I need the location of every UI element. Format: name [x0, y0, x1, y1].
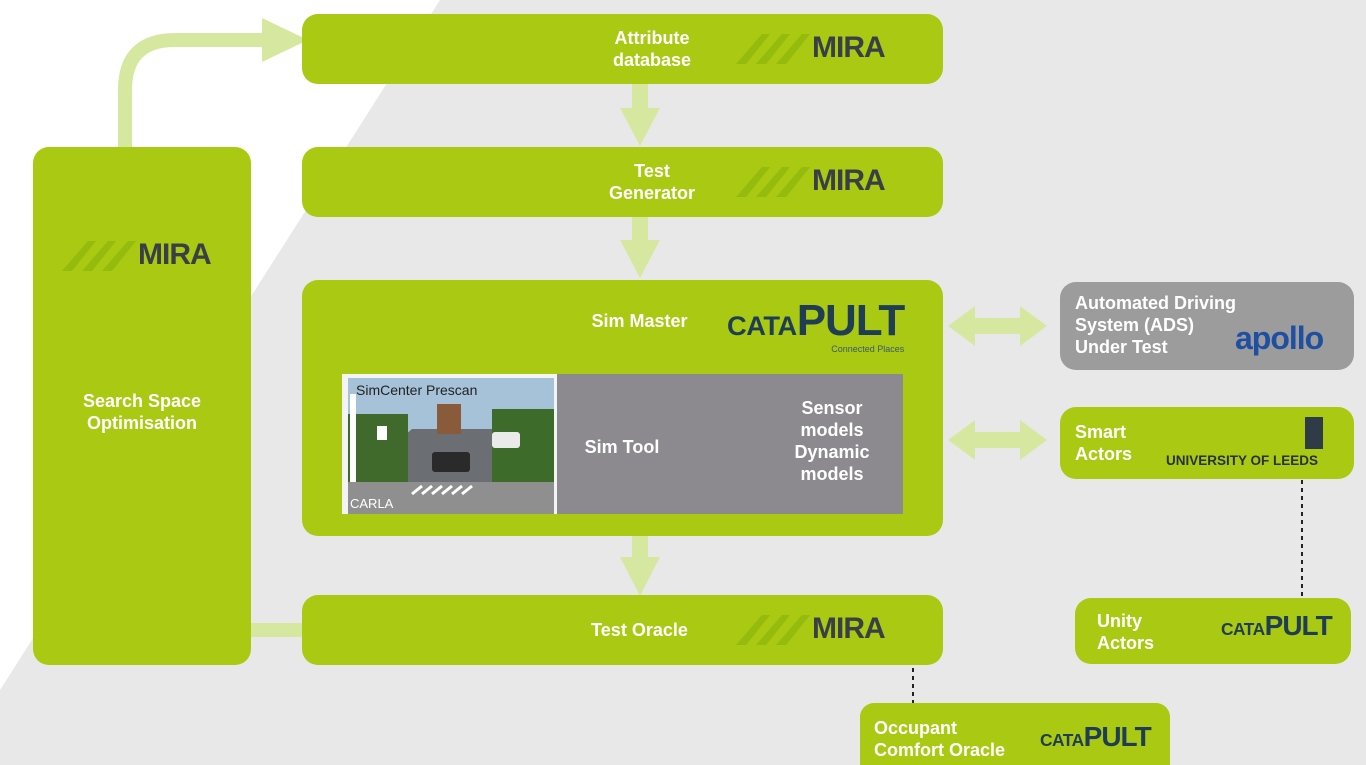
unity-actors-box[interactable]: Unity Actors CATAPULT: [1075, 598, 1351, 664]
mira-logo: MIRA: [732, 26, 886, 70]
simulation-screenshot-image: [342, 374, 557, 514]
catapult-logo-text: PULT: [796, 296, 906, 345]
catapult-logo: CATAPULT: [1221, 610, 1333, 642]
catapult-logo-text: PULT: [1264, 610, 1333, 641]
catapult-logo-text: CATA: [727, 310, 797, 341]
screenshot-label-bottom: CARLA: [350, 496, 394, 511]
label-line: models: [800, 464, 864, 484]
label-line: Attribute: [614, 28, 690, 48]
label-line: models: [800, 420, 864, 440]
attribute-database-box[interactable]: Attribute database MIRA: [302, 14, 943, 84]
mira-swoosh-icon: [736, 167, 810, 197]
mira-logo-text: MIRA: [812, 612, 886, 645]
label-line: Dynamic: [794, 442, 870, 462]
sim-tool-label: Sim Tool: [584, 437, 660, 457]
mira-swoosh-icon: [736, 34, 810, 64]
catapult-logo: CATAPULT: [1040, 721, 1152, 753]
mira-logo: MIRA: [58, 233, 212, 277]
mira-logo: MIRA: [732, 607, 886, 651]
test-generator-box[interactable]: Test Generator MIRA: [302, 147, 943, 217]
leeds-crest-icon: [1305, 417, 1323, 449]
models-label: Sensor models Dynamic models: [767, 397, 897, 485]
label-line: Test: [634, 161, 670, 181]
label-line: Smart: [1075, 422, 1127, 442]
ads-label: Automated Driving System (ADS) Under Tes…: [1075, 292, 1275, 358]
leeds-logo: UNIVERSITY OF LEEDS: [1166, 453, 1319, 468]
occupant-comfort-label: Occupant Comfort Oracle: [874, 717, 1044, 761]
label-line: System (ADS): [1075, 315, 1195, 335]
catapult-logo-text: PULT: [1083, 721, 1152, 752]
apollo-logo: apollo: [1235, 320, 1324, 356]
test-generator-label: Test Generator: [572, 160, 732, 204]
occupant-comfort-oracle-box[interactable]: Occupant Comfort Oracle CATAPULT: [860, 703, 1170, 765]
label-line: Optimisation: [86, 413, 197, 433]
search-space-label: Search Space Optimisation: [33, 390, 251, 434]
smart-actors-label: Smart Actors: [1075, 421, 1165, 465]
catapult-logo: CATAPULT Connected Places: [727, 296, 906, 354]
label-line: Generator: [608, 183, 696, 203]
label-line: Search Space: [82, 391, 202, 411]
smart-actors-box[interactable]: Smart Actors UNIVERSITY OF LEEDS: [1060, 407, 1354, 479]
label-line: Automated Driving: [1075, 293, 1237, 313]
screenshot-label-top: SimCenter Prescan: [356, 382, 478, 398]
label-line: Actors: [1097, 633, 1155, 653]
mira-logo-text: MIRA: [812, 31, 886, 64]
label-line: Occupant: [874, 718, 958, 738]
label-line: Unity: [1097, 611, 1142, 631]
mira-logo-text: MIRA: [138, 238, 212, 271]
catapult-logo-text: CATA: [1221, 619, 1265, 639]
catapult-logo-text: CATA: [1040, 730, 1084, 750]
ads-under-test-box[interactable]: Automated Driving System (ADS) Under Tes…: [1060, 282, 1354, 370]
sim-master-label: Sim Master: [591, 311, 688, 331]
label-line: Actors: [1075, 444, 1133, 464]
label-line: Sensor: [801, 398, 863, 418]
attribute-database-label: Attribute database: [572, 27, 732, 71]
sim-screenshot: SimCenter Prescan CARLA: [342, 374, 557, 514]
search-space-optimisation-box[interactable]: MIRA Search Space Optimisation: [33, 147, 251, 665]
label-line: Comfort Oracle: [874, 740, 1006, 760]
mira-swoosh-icon: [736, 615, 810, 645]
label-line: Under Test: [1075, 337, 1168, 357]
unity-actors-label: Unity Actors: [1097, 610, 1187, 654]
label-line: database: [612, 50, 692, 70]
test-oracle-box[interactable]: Test Oracle MIRA: [302, 595, 943, 665]
mira-logo: MIRA: [732, 159, 886, 203]
mira-logo-text: MIRA: [812, 164, 886, 197]
sim-tool-panel[interactable]: SimCenter Prescan CARLA Sim Tool Sensor …: [342, 374, 903, 514]
catapult-logo-subtitle: Connected Places: [831, 344, 905, 354]
mira-swoosh-icon: [62, 241, 136, 271]
test-oracle-label: Test Oracle: [591, 620, 688, 640]
